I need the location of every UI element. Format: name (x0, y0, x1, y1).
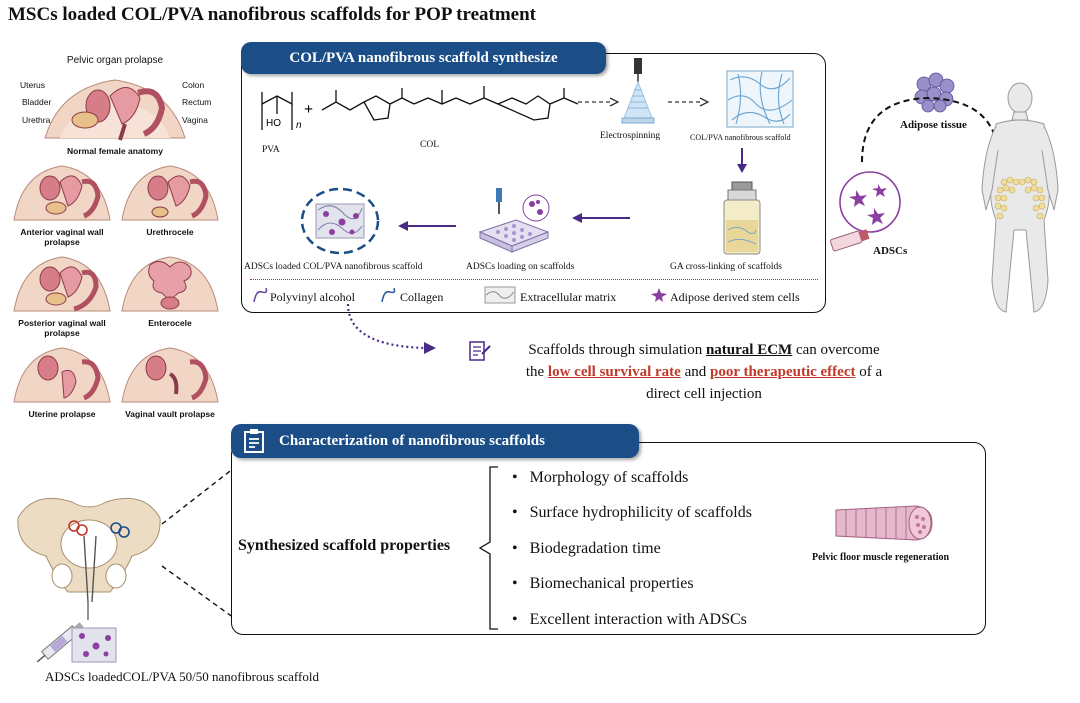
prolapse-illustration (13, 256, 111, 312)
property-item: Surface hydrophilicity of scaffolds (512, 496, 832, 532)
label-colon: Colon (182, 80, 205, 90)
prolapse-label: Posterior vaginal wall prolapse (18, 318, 106, 338)
properties-group-label: Synthesized scaffold properties (238, 537, 451, 554)
prolapse-illustration (13, 165, 111, 221)
prolapse-type-2: Urethrocele (120, 162, 220, 237)
arrow-left-1 (572, 213, 630, 223)
natural-ecm: natural ECM (705, 342, 793, 358)
characterization-header-text: Characterization of nanofibrous scaffold… (279, 432, 545, 449)
human-body-icon (981, 82, 1059, 313)
statement-line-1: Scaffolds through simulation natural ECM… (494, 339, 914, 361)
muscle-label: Pelvic floor muscle regeneration (812, 552, 950, 563)
n-label: n (296, 120, 302, 131)
prolapse-label: Uterine prolapse (28, 409, 96, 419)
loaded-label: ADSCs loaded COL/PVA nanofibrous scaffol… (244, 262, 423, 272)
label-vagina: Vagina (182, 115, 208, 125)
prolapse-illustration (13, 347, 111, 403)
statement-part: of a (855, 364, 883, 380)
arrow-left-2 (398, 221, 456, 231)
pva-legend-icon (253, 287, 268, 303)
prolapse-label: Anterior vaginal wall prolapse (20, 227, 104, 247)
adscs-cells-icon (830, 171, 901, 252)
loaded-scaffold-icon (300, 187, 380, 255)
ga-label: GA cross-linking of scaffolds (670, 262, 782, 272)
property-item: Excellent interaction with ADSCs (512, 602, 832, 638)
pelvis-illustration (17, 497, 161, 603)
collagen-legend-icon (381, 287, 396, 303)
adscs-label: ADSCs (873, 245, 908, 257)
property-item: Biodegradation time (512, 531, 832, 567)
statement-text: Scaffolds through simulation natural ECM… (494, 339, 914, 361)
scaffold-label: COL/PVA nanofibrous scaffold (690, 133, 791, 142)
ecm-legend-icon (484, 286, 516, 304)
prolapse-label: Enterocele (148, 318, 192, 328)
prolapse-type-4: Enterocele (120, 253, 220, 328)
legend-stem-cells: Adipose derived stem cells (670, 290, 800, 304)
property-item: Morphology of scaffolds (512, 460, 832, 496)
statement-text-2: the low cell survival rate and poor ther… (484, 361, 924, 405)
stem-cell-legend-icon (651, 288, 667, 302)
prolapse-type-6: Vaginal vault prolapse (120, 344, 220, 419)
prolapse-illustration (121, 256, 219, 312)
statement-line-2: the low cell survival rate and poor ther… (484, 361, 924, 383)
document-icon (469, 341, 491, 361)
anatomy-heading: Pelvic organ prolapse (66, 55, 164, 66)
page-title: MSCs loaded COL/PVA nanofibrous scaffold… (8, 4, 536, 25)
prolapse-type-1: Anterior vaginal wall prolapse (12, 162, 112, 247)
property-item: Biomechanical properties (512, 567, 832, 603)
harvest-arc (861, 96, 999, 163)
legend-collagen: Collagen (400, 290, 444, 304)
statement-part: can overcome (792, 342, 880, 358)
statement-part: Scaffolds through simulation (528, 342, 706, 358)
statement-line-3: direct cell injection (646, 386, 762, 402)
label-uterus: Uterus (20, 80, 46, 90)
injection-caption: ADSCs loadedCOL/PVA 50/50 nanofibrous sc… (45, 669, 319, 684)
clipboard-icon (244, 429, 264, 453)
synthesis-header-text: COL/PVA nanofibrous scaffold synthesize (289, 49, 558, 66)
normal-anatomy-illustration (44, 79, 186, 141)
prolapse-label: Vaginal vault prolapse (125, 409, 215, 419)
properties-list: Morphology of scaffolds Surface hydrophi… (512, 460, 832, 638)
arrow-to-electrospinning (578, 97, 620, 107)
label-rectum: Rectum (182, 97, 212, 107)
arrow-to-scaffold (668, 97, 710, 107)
electrospinning-label: Electrospinning (600, 131, 661, 141)
arrow-down (737, 148, 747, 173)
prolapse-illustration (121, 347, 219, 403)
label-urethra: Urethra (22, 115, 51, 125)
properties-brace (478, 466, 498, 630)
anatomy-panel: Pelvic organ prolapse Uterus Bladder Ure… (0, 50, 232, 430)
prolapse-type-5: Uterine prolapse (12, 344, 112, 419)
statement-part: the (525, 364, 548, 380)
characterization-header: Characterization of nanofibrous scaffold… (231, 424, 639, 458)
syringe-icon (36, 602, 117, 663)
adipose-label: Adipose tissue (900, 119, 967, 131)
label-bladder: Bladder (22, 97, 52, 107)
ho-label: HO (266, 118, 281, 129)
statement-part: and (680, 364, 710, 380)
prolapse-illustration (121, 165, 219, 221)
poor-effect: poor therapeutic effect (709, 364, 856, 380)
pva-label: PVA (262, 145, 280, 155)
col-label: COL (420, 140, 439, 150)
low-survival: low cell survival rate (547, 364, 681, 380)
connector-lines (161, 467, 235, 619)
electrospinning-icon (621, 58, 655, 124)
chemical-structure: HO n + (261, 86, 579, 131)
prolapse-label: Urethrocele (146, 227, 194, 237)
legend-separator (250, 279, 818, 280)
ga-vial-icon (723, 181, 761, 255)
muscle-fiber-icon (835, 505, 933, 541)
legend-ecm: Extracellular matrix (520, 290, 617, 304)
nanofibrous-scaffold-icon (726, 70, 794, 128)
normal-anatomy-caption: Normal female anatomy (67, 146, 163, 156)
arrow-to-statement (346, 303, 436, 354)
loading-label: ADSCs loading on scaffolds (466, 262, 575, 272)
legend-pva: Polyvinyl alcohol (270, 290, 355, 304)
synthesis-header: COL/PVA nanofibrous scaffold synthesize (241, 42, 606, 74)
prolapse-type-3: Posterior vaginal wall prolapse (12, 253, 112, 338)
adscs-loading-icon (478, 188, 550, 253)
plus-sign: + (304, 101, 313, 118)
